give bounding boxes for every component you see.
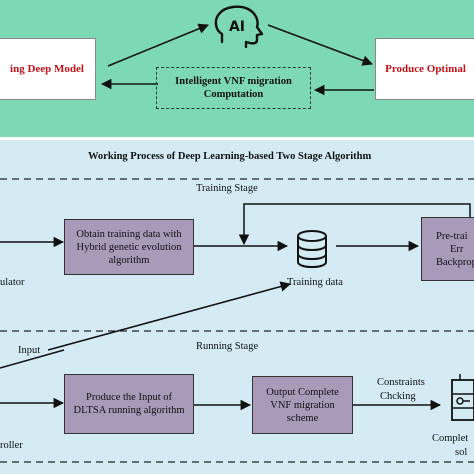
ai-label: AI bbox=[229, 19, 245, 35]
complete-line1: Complet bbox=[432, 433, 469, 444]
pretrain-line3: Backprop bbox=[436, 256, 474, 268]
diagram-title: Working Process of Deep Learning-based T… bbox=[88, 151, 372, 162]
obtain-line1: Obtain training data with bbox=[76, 228, 182, 240]
output-line2: VNF migration bbox=[270, 399, 335, 411]
left-model-label: ing Deep Model bbox=[10, 63, 84, 75]
simulator-label: ulator bbox=[0, 277, 25, 288]
pretrain-line2: Err bbox=[450, 243, 464, 255]
output-line3: scheme bbox=[286, 412, 319, 424]
left-model-box: ing Deep Model bbox=[0, 38, 96, 100]
constraints-line2: Chcking bbox=[380, 391, 416, 402]
produce-input-box: Produce the Input of DLTSA running algor… bbox=[64, 374, 194, 434]
right-optimal-label: Produce Optimal bbox=[385, 63, 466, 75]
produce-line1: Produce the Input of bbox=[85, 392, 173, 403]
complete-line2: sol bbox=[455, 447, 468, 458]
training-data-label: Training data bbox=[287, 277, 343, 288]
constraints-line1: Constraints bbox=[377, 377, 425, 388]
obtain-line2: Hybrid genetic evolution bbox=[76, 241, 182, 253]
server-icon bbox=[451, 374, 474, 421]
obtain-line3: algorithm bbox=[108, 254, 150, 266]
output-line1: Output Complete bbox=[266, 386, 339, 398]
vnf-computation-line1: Intelligent VNF migration bbox=[175, 76, 292, 87]
controller-label: roller bbox=[0, 440, 23, 451]
produce-line2: DLTSA running algorithm bbox=[73, 405, 185, 416]
obtain-training-data-box: Obtain training data with Hybrid genetic… bbox=[64, 219, 194, 275]
ai-head-icon: AI bbox=[214, 5, 264, 48]
right-optimal-box: Produce Optimal bbox=[375, 38, 474, 100]
output-scheme-box: Output Complete VNF migration scheme bbox=[252, 376, 353, 434]
running-stage-label: Running Stage bbox=[196, 341, 259, 352]
database-icon bbox=[297, 230, 327, 269]
vnf-computation-box: Intelligent VNF migration Computation bbox=[156, 67, 311, 109]
pretrain-box: Pre-trai Err Backprop bbox=[421, 217, 474, 281]
pretrain-line1: Pre-trai bbox=[436, 230, 468, 242]
input-label: Input bbox=[18, 345, 41, 356]
training-stage-label: Training Stage bbox=[196, 183, 258, 194]
vnf-computation-line2: Computation bbox=[203, 89, 264, 100]
